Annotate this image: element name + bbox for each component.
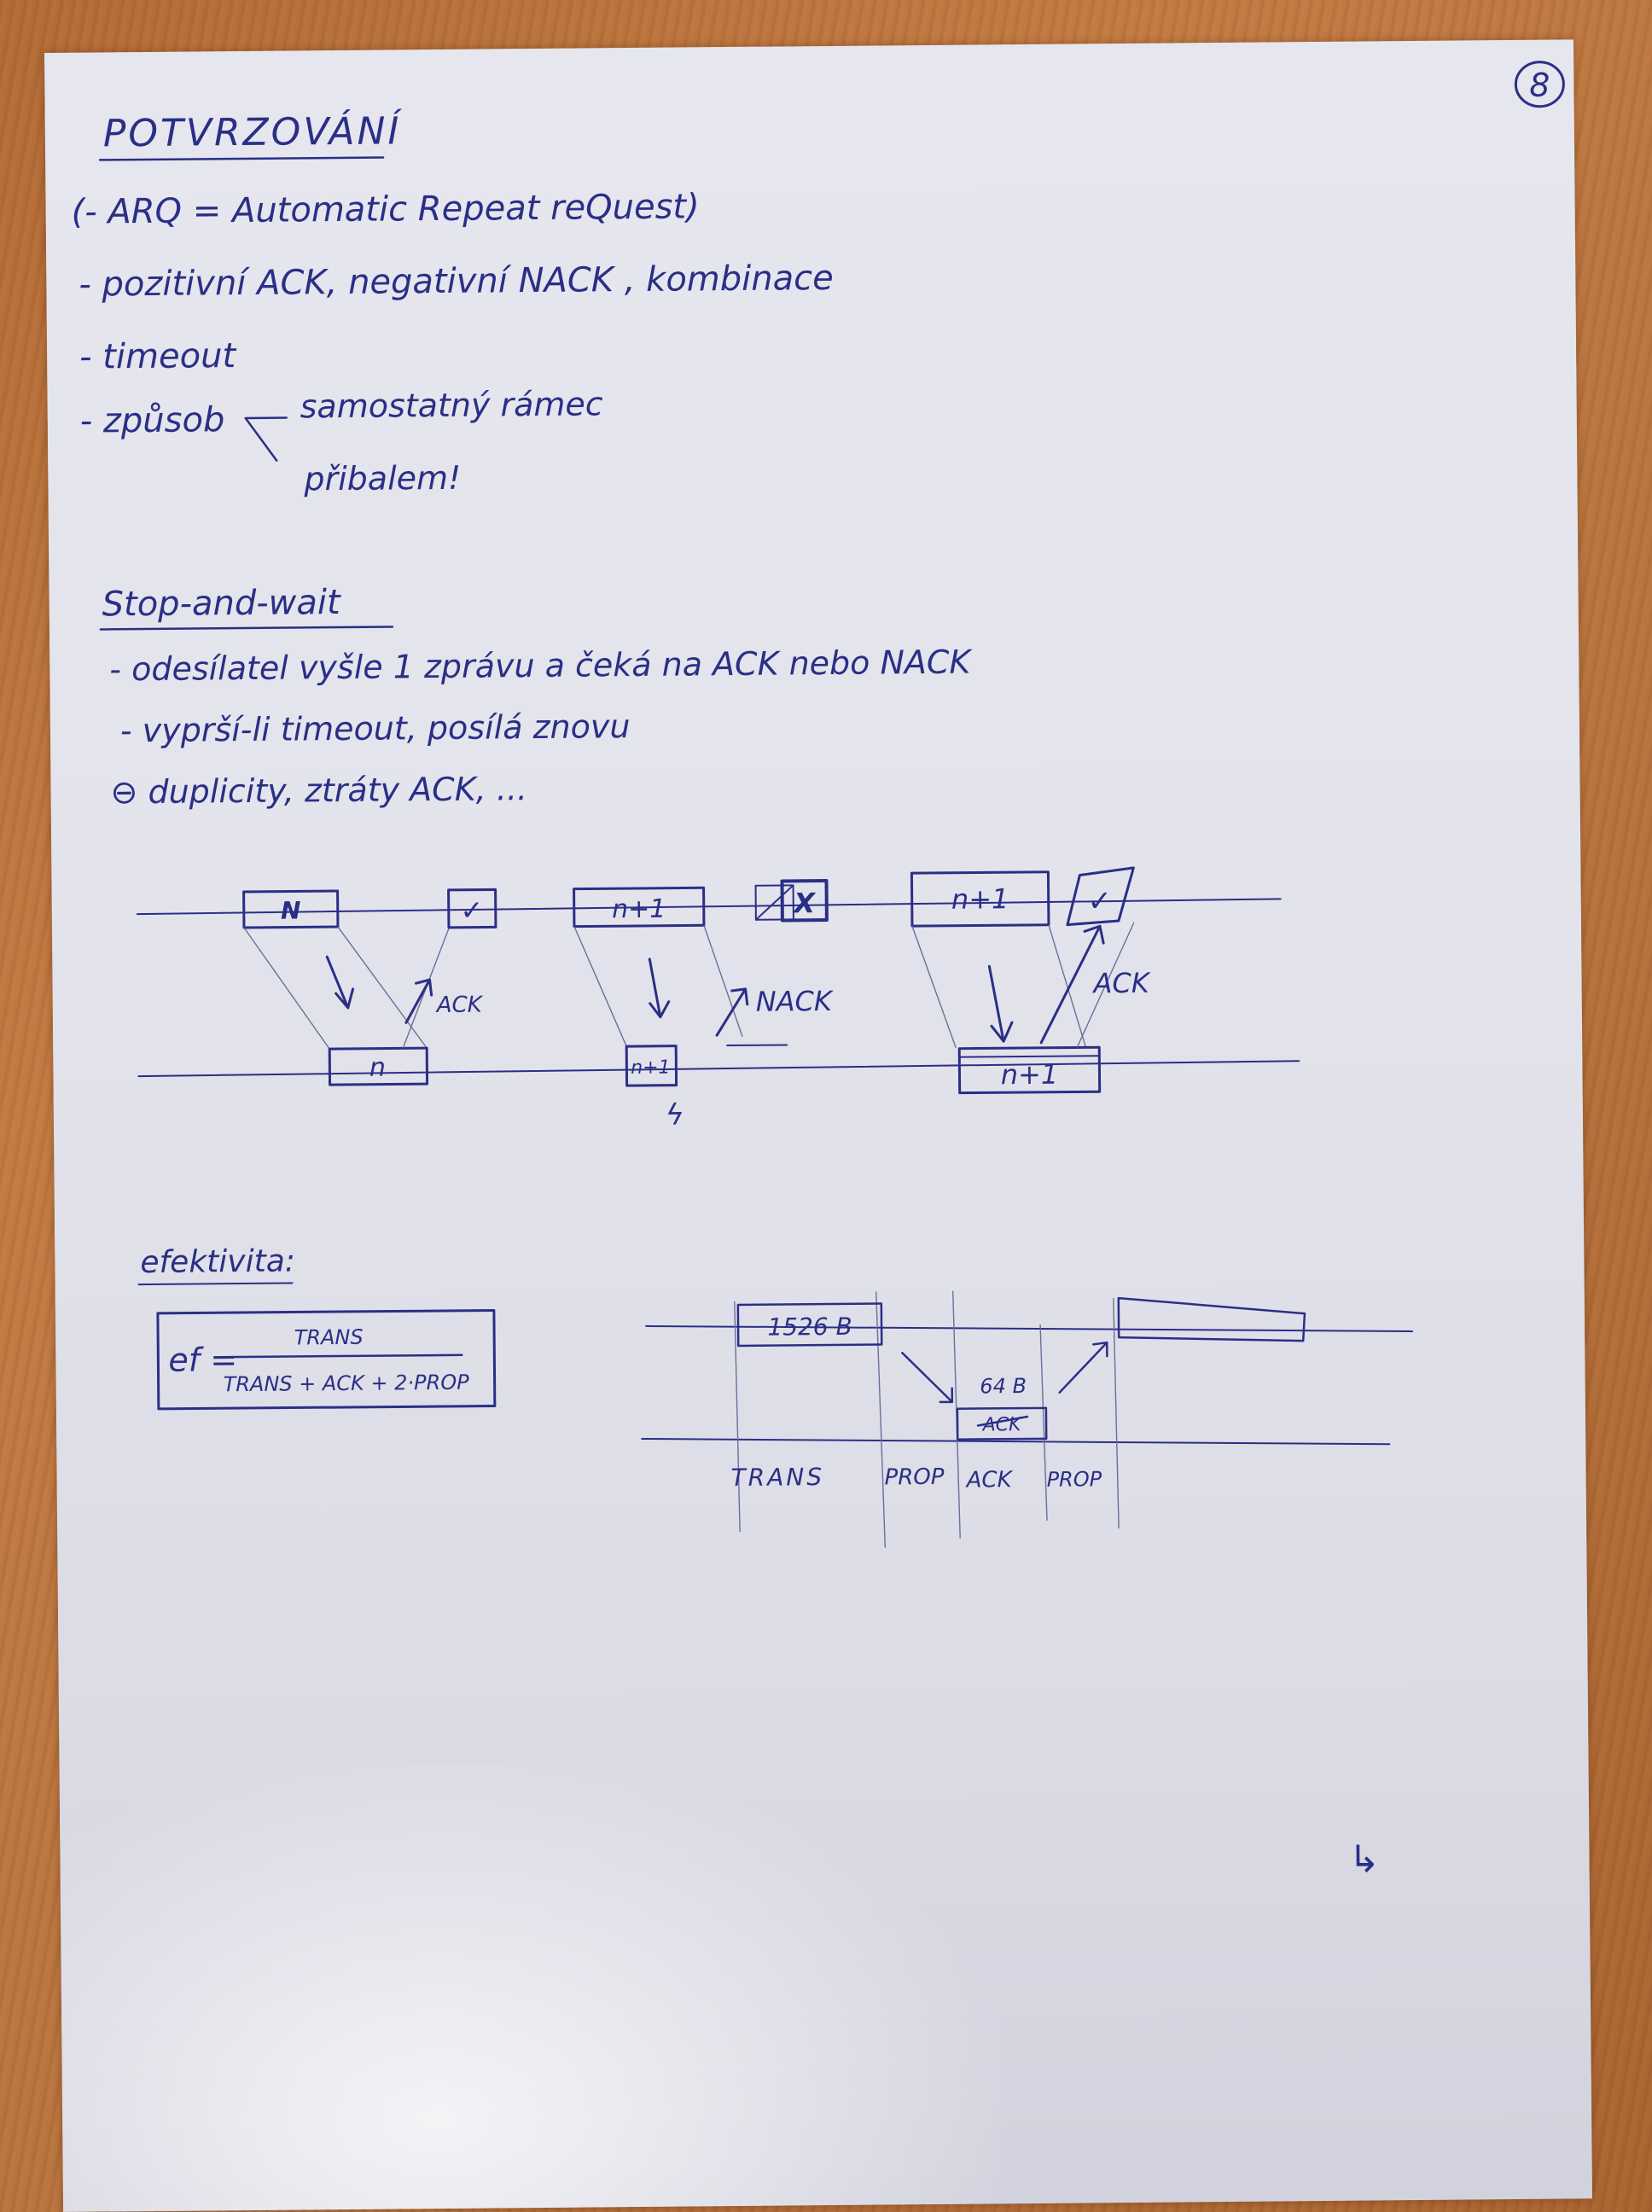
ack-size-label: 64 B	[980, 1374, 1027, 1398]
page-number-circle	[1514, 61, 1565, 108]
page-title: POTVRZOVÁNÍ	[103, 108, 403, 155]
ack-arrow-up-1	[404, 978, 433, 1024]
efficiency-formula-box	[156, 1308, 497, 1411]
propagation-edge	[573, 926, 627, 1047]
ack-label-2: ACK	[1091, 967, 1152, 1000]
turn-page-mark: ↳	[1348, 1837, 1380, 1881]
page-number: 8	[1529, 67, 1550, 104]
method-option-piggyback: přibalem!	[303, 459, 461, 498]
ack-box-2	[1066, 866, 1135, 927]
receiver-frame-n1-label: n+1	[631, 1057, 671, 1079]
segment-prop-2: PROP	[1047, 1467, 1102, 1492]
nack-label: NACK	[756, 985, 835, 1018]
receiver-frame-n1-ok	[957, 1045, 1102, 1095]
ack-frame-box	[956, 1406, 1048, 1441]
section-underline	[99, 626, 394, 631]
timing-guide-line	[1039, 1324, 1048, 1521]
ack-arrow-up	[1058, 1341, 1108, 1394]
sender-frame-n1	[573, 886, 706, 928]
sender-frame-n1-retry-label: n+1	[951, 882, 1009, 916]
formula-lhs: ef =	[168, 1341, 237, 1379]
formula-numerator: TRANS	[294, 1325, 364, 1350]
timing-guide-line	[875, 1291, 887, 1548]
method-branch	[244, 416, 288, 462]
receiver-frame-n	[328, 1046, 429, 1086]
ack-box-1-mark: ✓	[460, 894, 483, 927]
propagation-edge	[1048, 924, 1086, 1047]
sender-frame-n	[242, 889, 340, 929]
timing-sender-line	[645, 1324, 1414, 1333]
data-frame-box	[736, 1302, 883, 1348]
stop-wait-line-1: - odesílatel vyšle 1 zprávu a čeká na AC…	[109, 643, 974, 689]
ack-label-1: ACK	[435, 992, 484, 1018]
frame-arrow-down	[325, 955, 355, 1010]
propagation-edge	[243, 927, 330, 1050]
propagation-edge	[911, 925, 957, 1048]
receiver-timeline	[137, 1060, 1300, 1078]
nack-box-struck	[754, 884, 794, 921]
timing-diagram: 1526 B 64 B ACK TRANS PROP ACK PROP	[641, 1290, 1414, 1548]
sender-timeline	[136, 898, 1282, 916]
efficiency-heading-underline	[137, 1282, 294, 1286]
receiver-frame-n1-ok-label: n+1	[1001, 1058, 1059, 1091]
nack-strikethrough	[754, 884, 794, 921]
method-option-frame: samostatný rámec	[300, 385, 603, 425]
segment-trans: TRANS	[730, 1463, 824, 1492]
ack-box-1	[447, 888, 497, 929]
segment-prop-1: PROP	[884, 1464, 944, 1491]
method-line: - způsob	[80, 400, 225, 440]
receiver-frame-inner-line	[958, 1055, 1101, 1058]
frame-arrow-down-3	[987, 964, 1014, 1043]
ack-frame-strikethrough	[976, 1415, 1029, 1427]
note-sheet: 8 POTVRZOVÁNÍ (- ARQ = Automatic Repeat …	[44, 39, 1593, 2212]
data-arrow-down	[901, 1352, 954, 1404]
sender-frame-n1-retry	[910, 870, 1050, 928]
stop-wait-line-2: - vyprší-li timeout, posílá znovu	[120, 707, 631, 749]
data-frame-label: 1526 B	[767, 1313, 852, 1342]
next-frame-box	[1117, 1296, 1306, 1342]
formula-denominator: TRANS + ACK + 2·PROP	[224, 1371, 470, 1397]
efficiency-heading: efektivita:	[140, 1243, 295, 1280]
arq-line: (- ARQ = Automatic Repeat reQuest)	[71, 187, 700, 231]
nack-arrow-up	[715, 987, 749, 1037]
handwritten-notes: 8 POTVRZOVÁNÍ (- ARQ = Automatic Repeat …	[71, 61, 1565, 1882]
propagation-edge	[703, 925, 743, 1038]
section-title: Stop-and-wait	[102, 583, 341, 624]
timing-receiver-line	[641, 1437, 1391, 1446]
receiver-frame-n-label: n	[369, 1053, 386, 1083]
ack-box-2-mark: ✓	[1087, 884, 1112, 918]
propagation-edge	[337, 926, 428, 1049]
sender-frame-n-label: N	[281, 896, 301, 924]
nack-box	[780, 879, 829, 923]
title-underline	[98, 156, 385, 161]
ack-arrow-up-2	[1039, 924, 1105, 1045]
stop-wait-drawbacks: ⊖ duplicity, ztráty ACK, ...	[110, 770, 527, 811]
stop-and-wait-diagram: N n ✓ ACK n+1 n+1 ϟ X NAC	[136, 866, 1300, 1132]
timing-guide-line	[734, 1301, 741, 1532]
error-mark: ϟ	[665, 1098, 684, 1132]
segment-ack: ACK	[965, 1467, 1014, 1493]
propagation-edge	[1076, 922, 1135, 1048]
timing-guide-line	[1113, 1298, 1120, 1529]
timeout-line: - timeout	[79, 336, 237, 377]
sender-frame-n1-label: n+1	[612, 894, 666, 925]
formula-fraction-bar	[230, 1353, 463, 1359]
nack-box-mark: X	[792, 887, 816, 919]
frame-arrow-down-2	[648, 958, 671, 1019]
receiver-frame-n1-corrupted	[625, 1045, 678, 1087]
ack-types-line: - pozitivní ACK, negativní NACK , kombin…	[79, 259, 834, 305]
